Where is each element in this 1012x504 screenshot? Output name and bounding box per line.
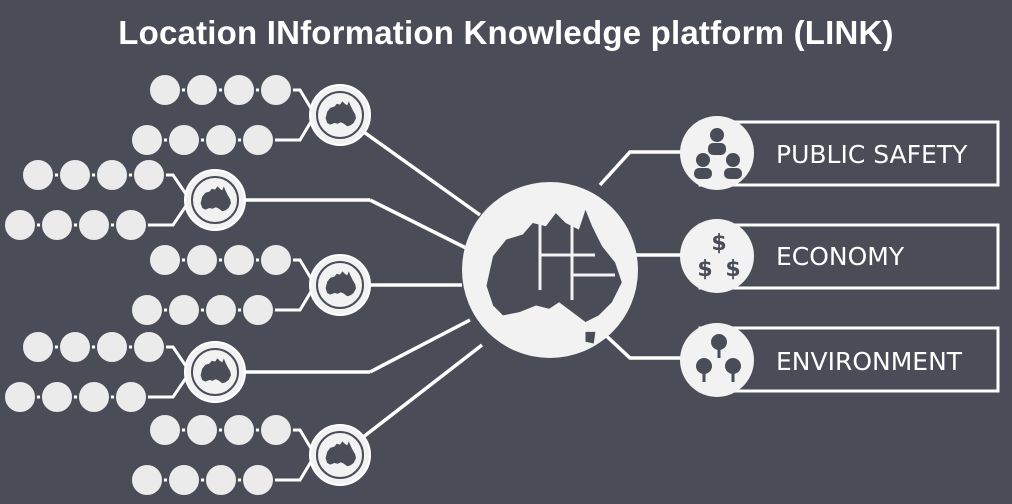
svg-text:$: $ — [711, 231, 726, 256]
connection-line — [369, 318, 471, 374]
source-node — [77, 208, 111, 242]
connection-line — [598, 150, 690, 187]
source-node — [40, 380, 74, 414]
source-node — [204, 293, 238, 327]
source-node — [77, 380, 111, 414]
source-node — [40, 208, 74, 242]
source-node — [185, 243, 219, 277]
hub-node — [462, 182, 638, 358]
source-node — [241, 463, 275, 497]
svg-text:$: $ — [725, 257, 740, 282]
connection-line — [598, 328, 690, 360]
source-node — [167, 293, 201, 327]
source-node — [222, 413, 256, 447]
source-node — [167, 123, 201, 157]
output-list: PUBLIC SAFETY $$$ ECONOMY ENVIRONMENT — [680, 116, 1000, 397]
source-node — [148, 243, 182, 277]
source-node — [114, 208, 148, 242]
source-node — [58, 330, 92, 364]
source-node — [130, 463, 164, 497]
source-node — [167, 463, 201, 497]
connection-line — [369, 198, 471, 252]
source-node — [222, 243, 256, 277]
source-cluster — [3, 158, 246, 242]
source-node — [58, 158, 92, 192]
source-node — [130, 123, 164, 157]
source-node — [241, 293, 275, 327]
people-icon — [694, 128, 742, 179]
diagram-title: Location INformation Knowledge platform … — [118, 14, 894, 51]
source-cluster — [130, 413, 371, 497]
source-node — [148, 413, 182, 447]
source-node — [241, 123, 275, 157]
source-cluster — [130, 73, 371, 157]
source-node — [3, 380, 37, 414]
source-cluster — [130, 243, 371, 327]
source-node — [259, 243, 293, 277]
source-node — [185, 73, 219, 107]
source-clusters — [3, 73, 371, 497]
output-economy: $$$ ECONOMY — [680, 219, 1000, 293]
dollar-signs-icon: $$$ — [697, 231, 740, 282]
source-node — [21, 158, 55, 192]
source-node — [132, 158, 166, 192]
source-node — [204, 123, 238, 157]
source-node — [3, 208, 37, 242]
source-node — [130, 293, 164, 327]
source-node — [148, 73, 182, 107]
source-node — [222, 73, 256, 107]
source-node — [259, 413, 293, 447]
output-label: ECONOMY — [776, 242, 905, 271]
trees-icon — [696, 334, 741, 382]
source-node — [259, 73, 293, 107]
output-label: PUBLIC SAFETY — [776, 140, 968, 169]
australia-map-icon — [486, 209, 622, 344]
source-node — [204, 463, 238, 497]
output-environment: ENVIRONMENT — [680, 323, 1000, 397]
source-node — [95, 330, 129, 364]
source-node — [21, 330, 55, 364]
source-node — [132, 330, 166, 364]
svg-text:$: $ — [697, 257, 712, 282]
output-label: ENVIRONMENT — [776, 347, 963, 376]
source-cluster — [3, 330, 246, 414]
source-node — [114, 380, 148, 414]
source-node — [95, 158, 129, 192]
output-public-safety: PUBLIC SAFETY — [680, 116, 1000, 190]
source-node — [185, 413, 219, 447]
